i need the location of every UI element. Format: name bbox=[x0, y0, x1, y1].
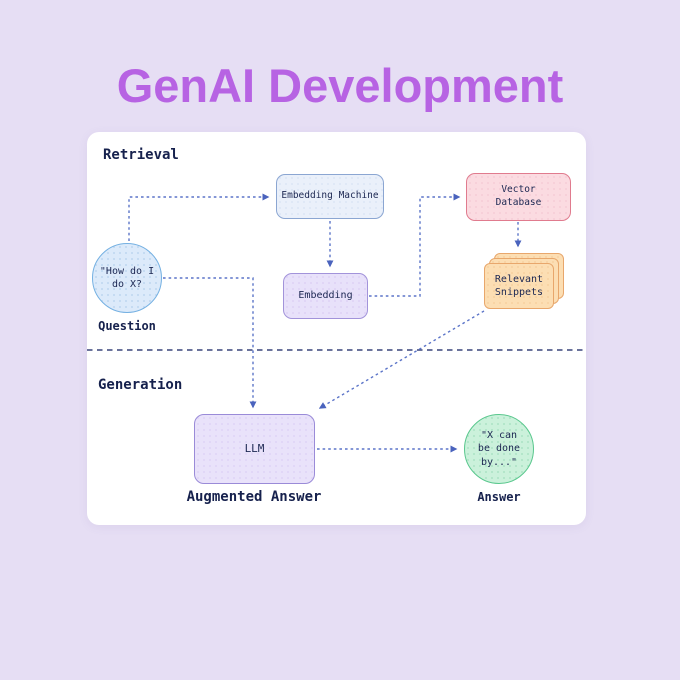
relevant-snippets-node: Relevant Snippets bbox=[484, 243, 564, 309]
embedding-machine-node: Embedding Machine bbox=[276, 174, 384, 219]
relevant-snippets-label: Relevant Snippets bbox=[494, 273, 544, 299]
answer-label: Answer bbox=[477, 490, 521, 504]
embedding-machine-label: Embedding Machine bbox=[281, 190, 379, 202]
section-label-retrieval: Retrieval bbox=[103, 147, 179, 163]
page-title: GenAI Development bbox=[116, 59, 564, 112]
answer-node: "X can be done by..." bbox=[464, 414, 534, 484]
llm-node: LLM bbox=[194, 414, 315, 484]
question-node: "How do I do X? bbox=[92, 243, 162, 313]
vector-database-node: Vector Database bbox=[466, 173, 571, 221]
embedding-label: Embedding bbox=[298, 290, 353, 302]
answer-text: "X can be done by..." bbox=[477, 429, 521, 468]
snippet-card-front: Relevant Snippets bbox=[484, 263, 554, 309]
section-label-generation: Generation bbox=[98, 377, 183, 393]
llm-label: LLM bbox=[244, 441, 265, 455]
question-label: Question bbox=[98, 319, 156, 333]
vector-database-label: Vector Database bbox=[495, 184, 542, 208]
question-text: "How do I do X? bbox=[99, 265, 155, 291]
embedding-node: Embedding bbox=[283, 273, 368, 319]
augmented-answer-label: Augmented Answer bbox=[186, 489, 322, 505]
